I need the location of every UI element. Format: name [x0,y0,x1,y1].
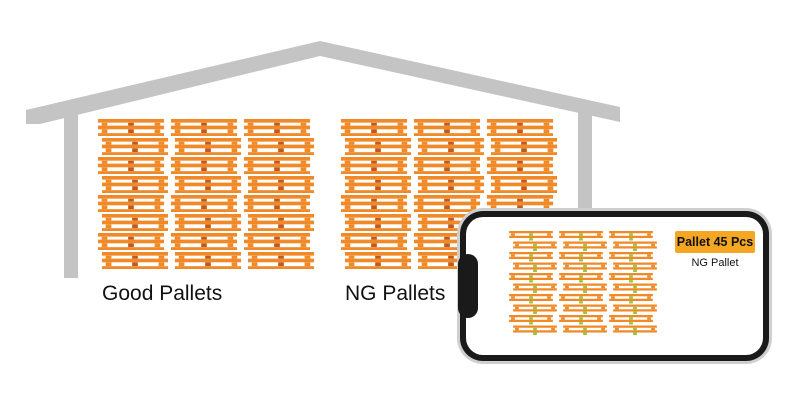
pallet-icon [97,157,165,174]
pallet-icon [513,304,557,314]
pallet-icon [513,283,557,293]
pallet-icon [609,315,653,325]
pallet-icon [344,214,412,231]
good-pallet-stacks [97,119,315,269]
pallet-icon [613,262,657,272]
pallet-icon [613,283,657,293]
pallet-icon [247,214,315,231]
pallet-icon [247,252,315,269]
pallet-icon [174,214,242,231]
pallet-icon [509,294,553,304]
pallet-icon [413,157,481,174]
pallet-icon [509,315,553,325]
good-pallets-label: Good Pallets [102,282,223,305]
pallet-icon [344,252,412,269]
pallet-icon [340,195,408,212]
pallet-icon [247,138,315,155]
pallet-icon [340,233,408,250]
pallet-icon [513,325,557,335]
pallet-icon [613,325,657,335]
pallet-icon [417,138,485,155]
pallet-icon [413,195,481,212]
pallet-icon [559,252,603,262]
pallet-icon [344,176,412,193]
pallet-icon [101,252,169,269]
pallet-icon [613,241,657,251]
pallet-icon [490,176,558,193]
pallet-icon [509,231,553,241]
pallet-icon [243,195,311,212]
pallet-icon [490,138,558,155]
pallet-icon [243,157,311,174]
pallet-icon [609,252,653,262]
pallet-icon [609,231,653,241]
pallet-icon [559,294,603,304]
pallet-icon [563,304,607,314]
pallet-icon [563,283,607,293]
pallet-icon [513,241,557,251]
pallet-icon [101,214,169,231]
pallet-icon [509,252,553,262]
pallet-icon [101,138,169,155]
pallet-icon [563,262,607,272]
pallet-icon [97,233,165,250]
pallet-icon [613,304,657,314]
pallet-icon [243,119,311,136]
pallet-icon [170,233,238,250]
pallet-icon [174,138,242,155]
pallet-icon [559,231,603,241]
pallet-icon [609,273,653,283]
pallet-icon [559,315,603,325]
pallet-icon [513,262,557,272]
pallet-icon [170,119,238,136]
pallet-icon [417,176,485,193]
pallet-icon [486,157,554,174]
pallet-icon [97,119,165,136]
pallet-icon [340,157,408,174]
pallet-icon [170,157,238,174]
pallet-icon [170,195,238,212]
pallet-icon [563,325,607,335]
pallet-icon [243,233,311,250]
pallet-icon [509,273,553,283]
pallet-icon [559,273,603,283]
pallet-icon [486,119,554,136]
ng-pallets-label: NG Pallets [345,282,446,305]
pallet-status-caption: NG Pallet [691,257,739,269]
pallet-icon [174,252,242,269]
pallet-icon [340,119,408,136]
pallet-icon [344,138,412,155]
pallet-icon [101,176,169,193]
pallet-icon [247,176,315,193]
phone-notch [458,254,478,318]
pallet-icon [174,176,242,193]
pallet-icon [563,241,607,251]
pallet-icon [97,195,165,212]
pallet-icon [413,119,481,136]
warehouse-roof-icon [26,41,620,278]
pallet-icon [609,294,653,304]
pallet-count-badge: Pallet 45 Pcs [675,231,755,253]
